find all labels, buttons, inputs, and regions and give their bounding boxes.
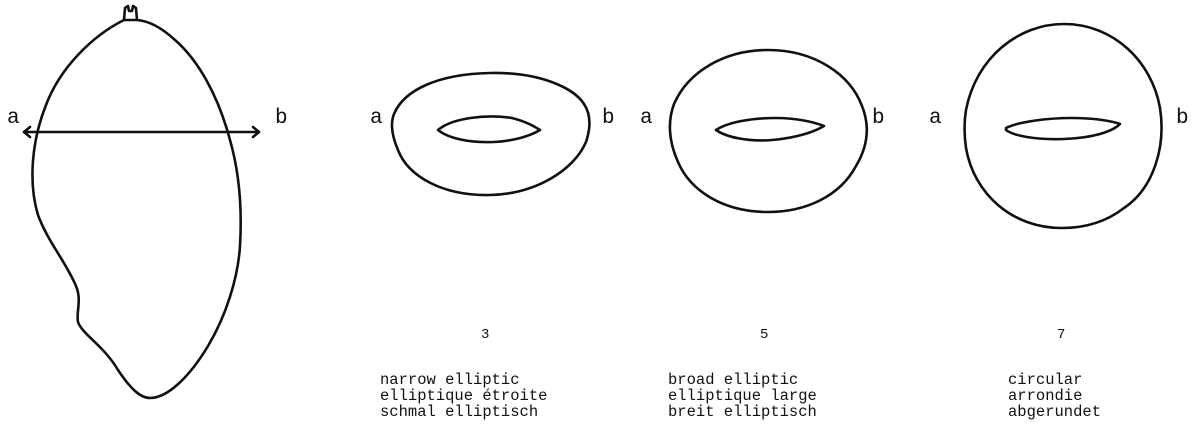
shape-3-label-a: a: [370, 107, 383, 130]
shape-7-outline: [963, 22, 1163, 230]
reference-label-a: a: [7, 107, 20, 130]
shape-3-descriptions: narrow elliptic elliptique étroite schma…: [380, 372, 547, 420]
shape-5-description-de: breit elliptisch: [668, 403, 817, 421]
shape-3-description-fr: elliptique étroite: [380, 387, 548, 405]
shape-7-label-a: a: [929, 107, 942, 130]
shape-3-locule: [436, 115, 542, 144]
shape-5-descriptions: broad elliptic elliptique large breit el…: [668, 372, 817, 420]
arrowhead-right: [251, 125, 261, 139]
shape-3-cross-section: [390, 71, 591, 197]
shape-7-cross-section: [963, 22, 1163, 230]
shape-3-description-en: narrow elliptic: [380, 371, 520, 389]
shape-7-description-fr: arrondie: [1008, 387, 1083, 405]
shape-5-number: 5: [760, 327, 769, 343]
shape-3-outline: [390, 71, 591, 197]
shape-5-cross-section: [668, 48, 869, 214]
shape-3-description-de: schmal elliptisch: [380, 403, 539, 421]
shape-5-description-en: broad elliptic: [668, 371, 799, 389]
reference-fruit: [22, 4, 261, 400]
fruit-stalk: [122, 4, 139, 22]
shape-5-label-a: a: [640, 107, 653, 130]
fruit-outline: [31, 18, 242, 400]
reference-label-b: b: [275, 107, 288, 130]
shape-3-label-b: b: [602, 107, 615, 130]
shape-5-outline: [668, 48, 869, 214]
shape-7-number: 7: [1057, 327, 1066, 343]
arrowhead-left: [22, 125, 32, 139]
shape-7-descriptions: circular arrondie abgerundet: [1008, 372, 1101, 420]
shape-7-locule: [1004, 116, 1122, 141]
shape-7-label-b: b: [1176, 107, 1189, 130]
shape-7-description-en: circular: [1008, 371, 1083, 389]
shape-7-description-de: abgerundet: [1008, 403, 1102, 421]
shape-5-locule: [714, 116, 826, 142]
shape-5-description-fr: elliptique large: [668, 387, 817, 405]
shape-5-label-b: b: [872, 107, 885, 130]
shape-3-number: 3: [481, 327, 490, 343]
